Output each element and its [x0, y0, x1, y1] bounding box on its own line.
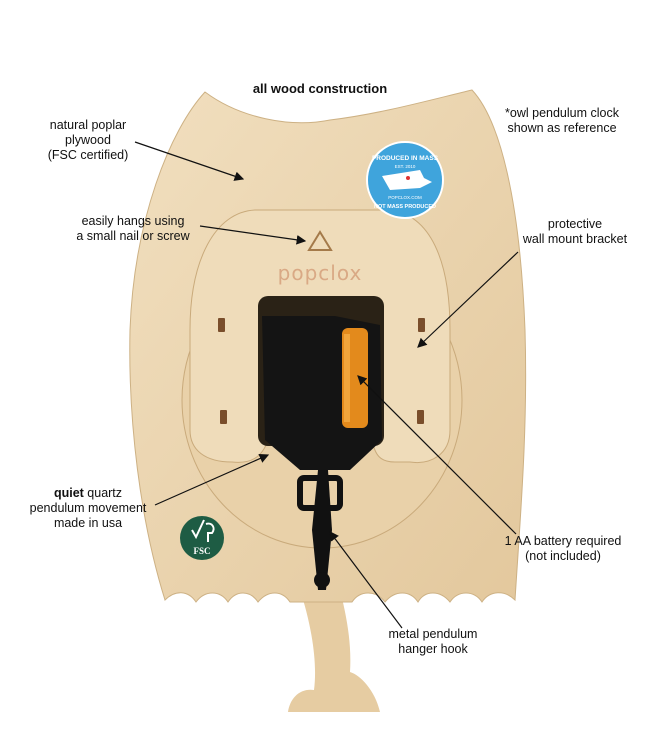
callout-arrows — [134, 141, 519, 629]
callout-text: quartz — [83, 486, 123, 500]
plywood-callout: natural poplar plywood (FSC certified) — [48, 118, 129, 163]
hang-hole — [307, 230, 333, 251]
callout-line: pendulum movement — [29, 501, 147, 515]
title-label: all wood construction — [252, 81, 388, 96]
badge-url-text: POPCLOX.COM — [388, 195, 422, 200]
pendulum-rod — [312, 470, 332, 590]
pendulum-bob — [288, 590, 380, 712]
callout-line: plywood — [65, 133, 111, 147]
callout-line: made in usa — [53, 516, 123, 530]
badge-est-text: EST. 2010 — [395, 164, 416, 169]
popclox-engraving: popclox — [278, 261, 363, 285]
callout-line: wall mount bracket — [522, 232, 628, 246]
hook-callout: metal pendulum hanger hook — [389, 627, 478, 657]
bold-word: quiet — [53, 486, 84, 500]
callout-line: 1 AA battery required — [504, 534, 622, 548]
callout-line: easily hangs using — [81, 214, 185, 228]
reference-note: *owl pendulum clock shown as reference — [505, 106, 619, 136]
callout-line: protective — [547, 217, 603, 231]
bracket-slots — [218, 318, 425, 424]
callout-line: (FSC certified) — [47, 148, 129, 162]
callout-line: hanger hook — [398, 642, 468, 656]
callout-line: natural poplar — [49, 118, 127, 132]
callout-line: quiet quartz — [30, 486, 147, 501]
callout-line: (not included) — [525, 549, 601, 563]
callout-line: a small nail or screw — [76, 229, 190, 243]
badge-bottom-text: NOT MASS PRODUCED — [374, 204, 436, 210]
battery-callout: 1 AA battery required (not included) — [505, 534, 622, 564]
bracket-callout: protective wall mount bracket — [523, 217, 627, 247]
reference-note-line: shown as reference — [507, 121, 617, 135]
movement-callout: quiet quartz pendulum movement made in u… — [30, 486, 147, 531]
reference-note-line: *owl pendulum clock — [505, 106, 619, 120]
fsc-text: FSC — [193, 546, 210, 556]
hanging-callout: easily hangs using a small nail or screw — [76, 214, 189, 244]
badge-top-text: PRODUCED IN MASS — [372, 155, 439, 162]
callout-line: metal pendulum — [388, 627, 478, 641]
